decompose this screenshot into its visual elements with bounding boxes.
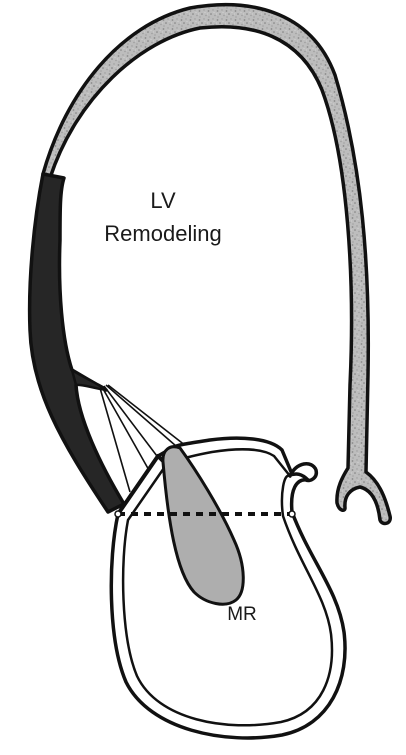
lv-label-line1: LV bbox=[150, 188, 176, 213]
chorda-4 bbox=[106, 385, 176, 446]
annulus-point-left bbox=[115, 511, 121, 517]
mr-label: MR bbox=[227, 604, 257, 625]
lv-label-line2: Remodeling bbox=[104, 221, 221, 246]
chorda-5 bbox=[108, 385, 186, 446]
chorda-3 bbox=[104, 386, 160, 460]
annulus-point-right bbox=[289, 511, 295, 517]
